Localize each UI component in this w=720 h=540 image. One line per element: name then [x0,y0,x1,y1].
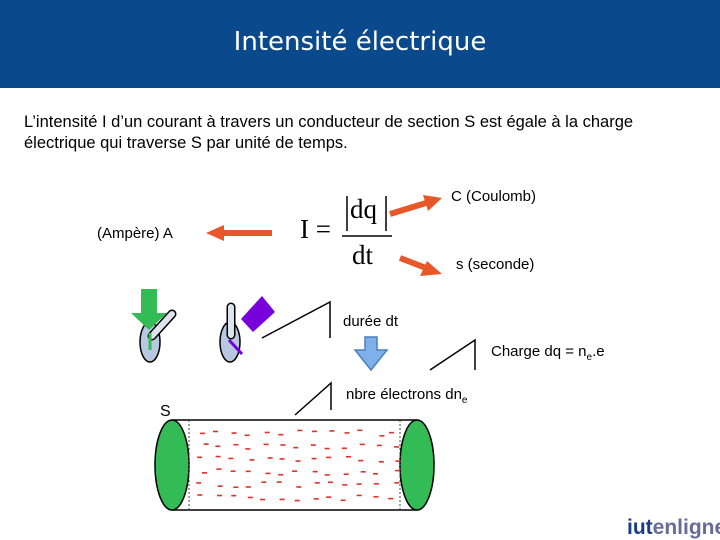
section-s-face [154,419,190,511]
title-bar: Intensité électrique [0,0,720,88]
label-charge: Charge dq = ne.e [491,343,605,363]
label-coulomb: C (Coulomb) [451,188,537,205]
section-end-face [399,419,435,511]
formula-denominator: dt [352,240,374,270]
label-duree: durée dt [343,313,399,330]
label-electrons: nbre électrons dne [346,386,468,406]
ammeter-probe-right [219,296,275,363]
ammeter-probe-left [131,289,177,363]
slide-title: Intensité électrique [233,27,487,57]
leader-duree [261,300,331,339]
down-arrow-icon [353,336,389,372]
label-seconde: s (seconde) [456,256,535,273]
label-ampere: (Ampère) A [97,225,173,242]
conductor-cylinder [154,419,435,511]
formula-lhs: I = [300,214,331,244]
formula-numerator: dq [350,194,377,224]
leader-electrons [294,381,332,416]
arrow-to-seconde [398,255,442,276]
arrow-to-ampere [206,225,272,241]
iutenligne-logo: iutenligne [627,516,720,539]
electron-cloud [196,429,401,502]
purple-arrow-icon [241,296,275,332]
definition-text: L’intensité I d’un courant à travers un … [24,113,634,152]
label-section-s: S [160,403,171,420]
arrow-to-coulomb [389,195,442,217]
leader-charge [429,338,476,371]
green-arrow-icon [131,289,167,330]
